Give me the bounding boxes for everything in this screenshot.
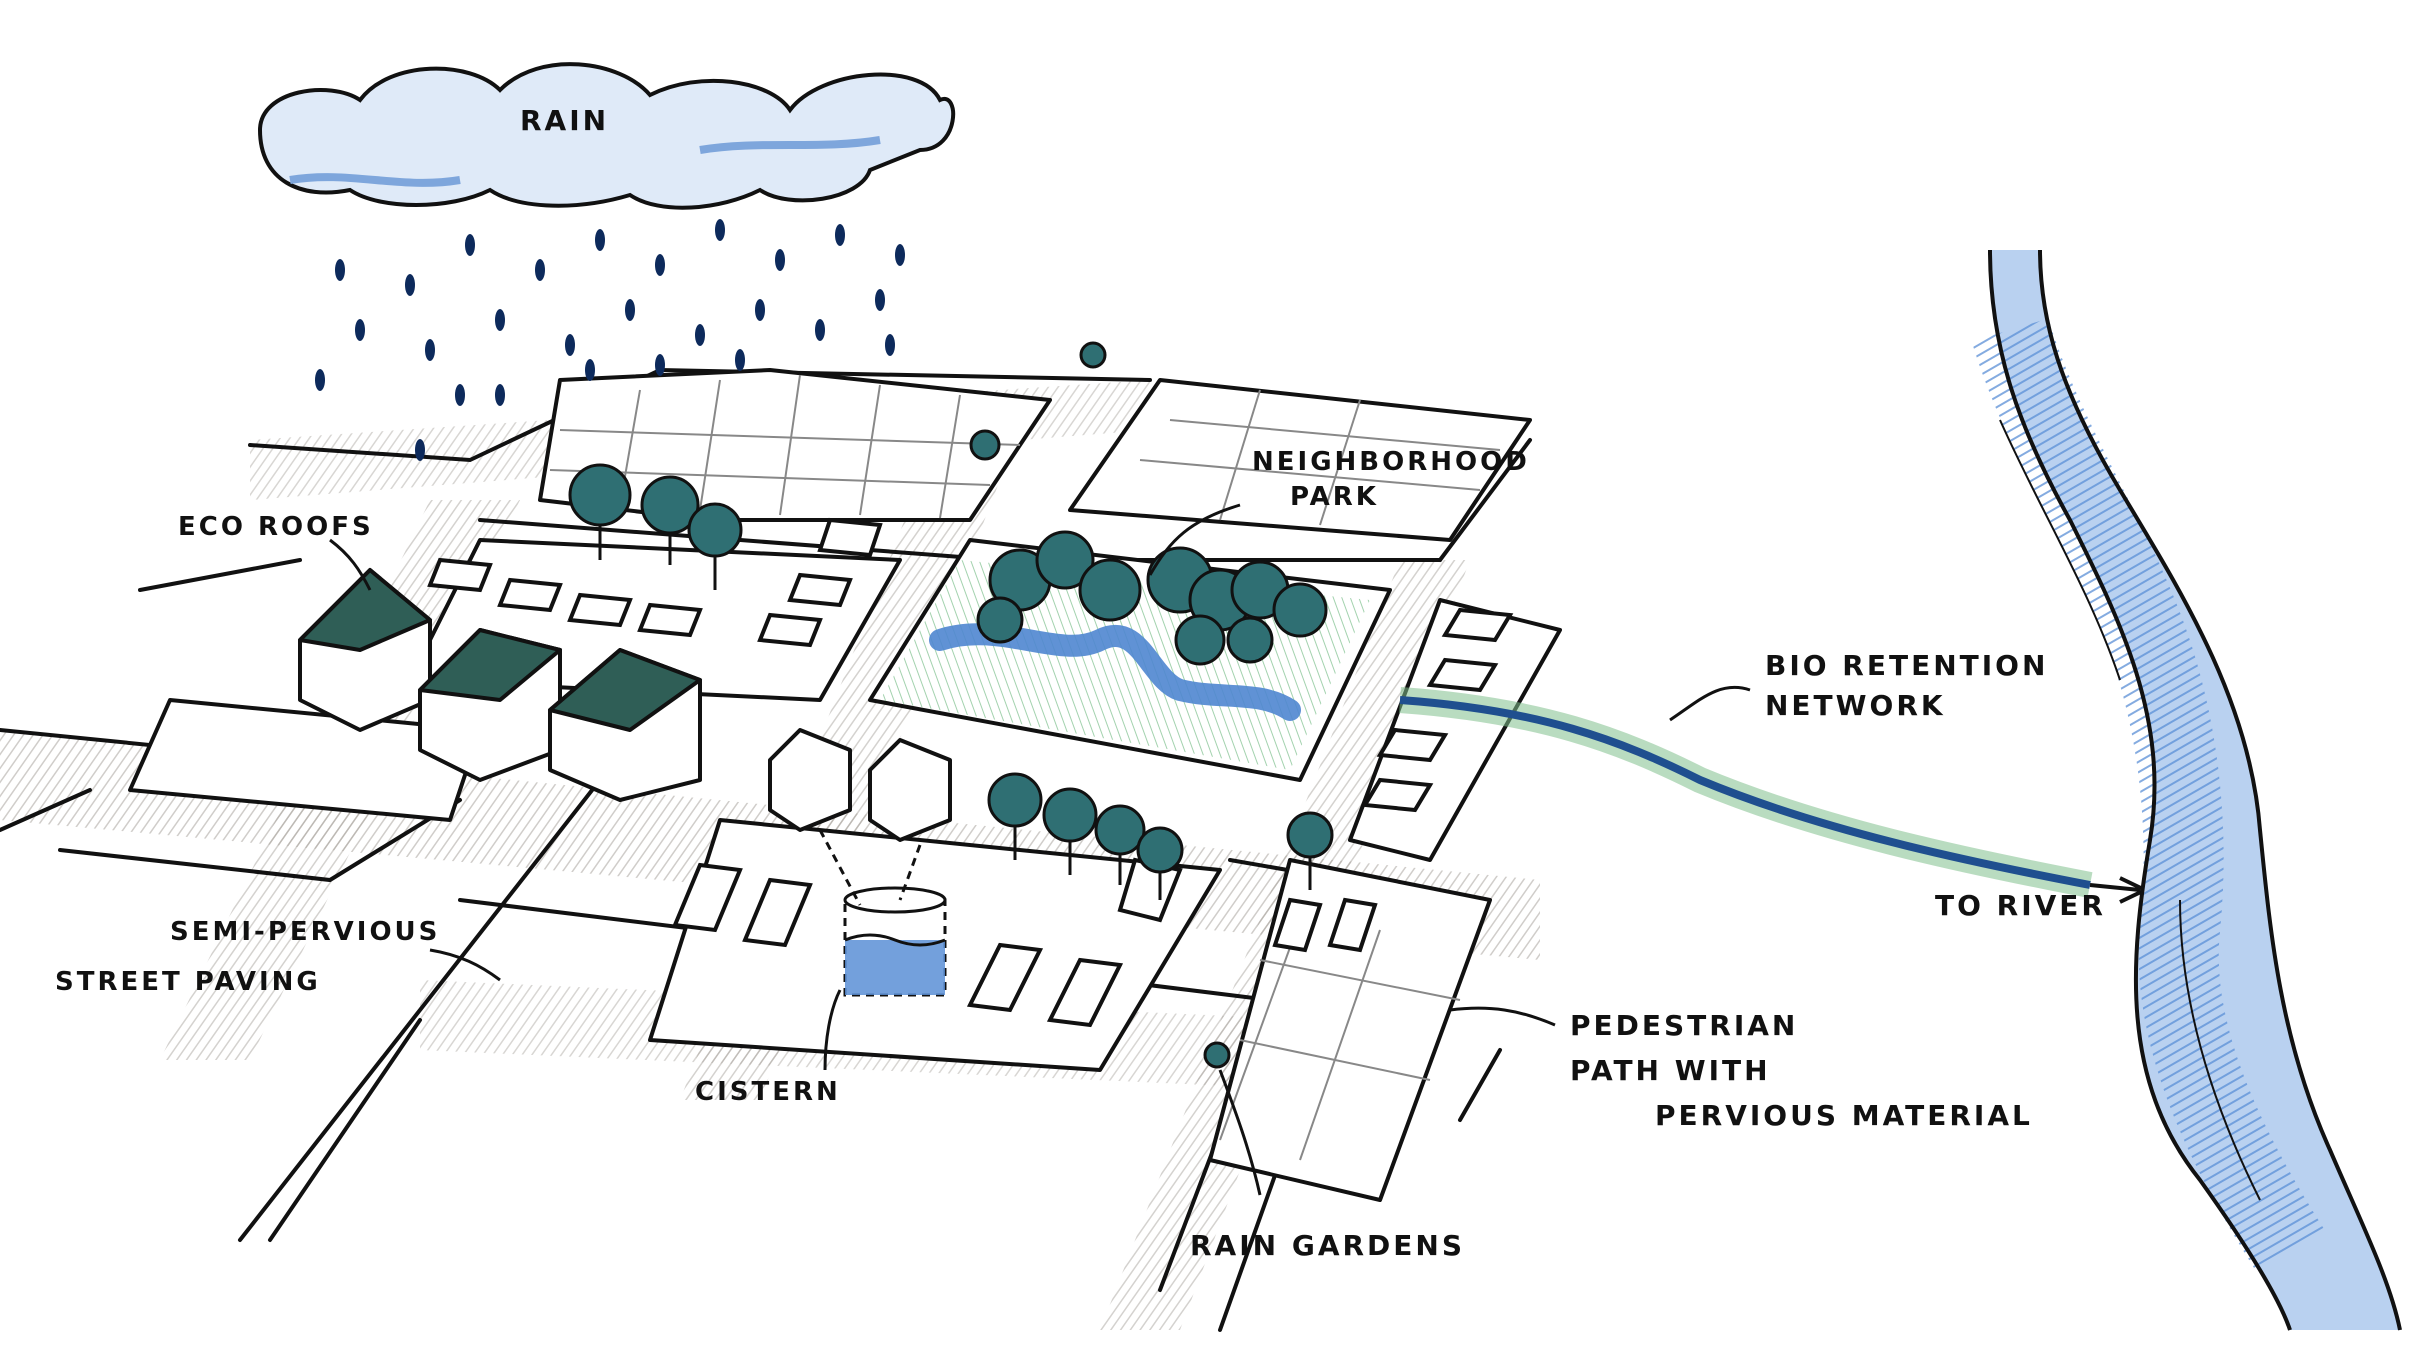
label-semi-pervious-2: STREET PAVING xyxy=(55,967,321,997)
river xyxy=(1971,249,2402,1331)
bio-retention-network xyxy=(1399,687,2150,904)
parking-spaces xyxy=(427,517,1514,1028)
house-white-2 xyxy=(868,738,952,842)
label-pedestrian-1: PEDESTRIAN xyxy=(1570,1009,1798,1042)
label-pedestrian-3: PERVIOUS MATERIAL xyxy=(1655,1099,2033,1132)
trees xyxy=(568,341,1334,1069)
neighborhood-park xyxy=(880,530,1370,770)
label-to-river: TO RIVER xyxy=(1935,889,2106,922)
house-white-1 xyxy=(768,728,852,832)
label-bio-retention-1: BIO RETENTION xyxy=(1765,649,2048,682)
labels: RAIN ECO ROOFS NEIGHBORHOOD PARK BIO RET… xyxy=(55,104,2106,1262)
label-semi-pervious-1: SEMI-PERVIOUS xyxy=(170,917,440,947)
label-pedestrian-2: PATH WITH xyxy=(1570,1054,1771,1087)
rain-cloud xyxy=(257,62,956,210)
rain-drops xyxy=(315,219,905,461)
label-neighborhood-park-2: PARK xyxy=(1290,482,1379,512)
label-eco-roofs: ECO ROOFS xyxy=(178,512,374,542)
label-bio-retention-2: NETWORK xyxy=(1765,689,1946,722)
park-stream xyxy=(929,623,1301,721)
block-upper-right xyxy=(1068,378,1532,542)
label-cistern: CISTERN xyxy=(695,1077,841,1107)
eco-roof-houses xyxy=(298,568,952,842)
top-block-grid xyxy=(549,374,1501,1161)
house-3 xyxy=(548,648,702,802)
label-rain-gardens: RAIN GARDENS xyxy=(1190,1229,1465,1262)
cistern-tank xyxy=(818,829,947,997)
label-rain: RAIN xyxy=(520,104,609,137)
leader-lines xyxy=(329,503,1751,1196)
label-neighborhood-park-1: NEIGHBORHOOD xyxy=(1252,447,1530,477)
